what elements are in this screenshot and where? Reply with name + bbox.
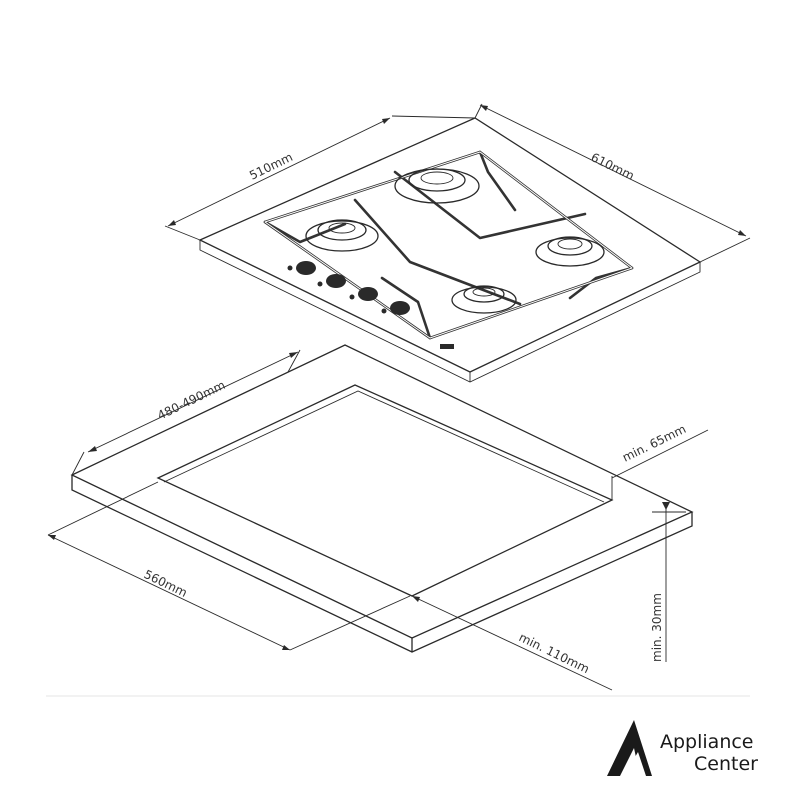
hob-width-dimension [474, 103, 751, 263]
logo-line-2: Center [694, 753, 758, 775]
cutout-width-label: 560mm [142, 567, 190, 600]
countertop-drawing [70, 344, 694, 653]
control-knob [326, 274, 346, 288]
appliance-center-logo: Appliance Center [607, 720, 758, 776]
control-knob [296, 261, 316, 275]
countertop-top [70, 344, 694, 639]
countertop-cutout [156, 384, 614, 597]
hob-width-label: 610mm [589, 150, 637, 183]
thickness-dimension [652, 502, 686, 662]
cutout-width-dimension [47, 481, 411, 651]
cutout-depth-dimension [71, 349, 301, 476]
pan-support-grate [263, 150, 634, 340]
control-knob [390, 301, 410, 315]
hob-badge [440, 344, 454, 349]
logo-line-1: Appliance [660, 731, 754, 753]
burner-left [305, 219, 379, 252]
thickness-label: min. 30mm [650, 593, 664, 662]
burner-front [451, 285, 517, 314]
front-clearance-dimension [411, 595, 613, 691]
brand-a-mark-icon [607, 720, 652, 776]
front-clearance-label: min. 110mm [517, 630, 592, 676]
hob-depth-dimension [164, 115, 476, 241]
rear-clearance-label: min. 65mm [620, 422, 688, 465]
countertop-edge [71, 475, 693, 653]
burner-right [535, 236, 605, 267]
gas-hob-drawing [198, 117, 702, 383]
hob-depth-label: 510mm [247, 150, 295, 183]
burner-rear [394, 168, 480, 204]
cutout-depth-label: 480-490mm [155, 378, 227, 423]
control-knob [358, 287, 378, 301]
control-knobs [287, 261, 410, 315]
rear-clearance-dimension [611, 429, 709, 500]
